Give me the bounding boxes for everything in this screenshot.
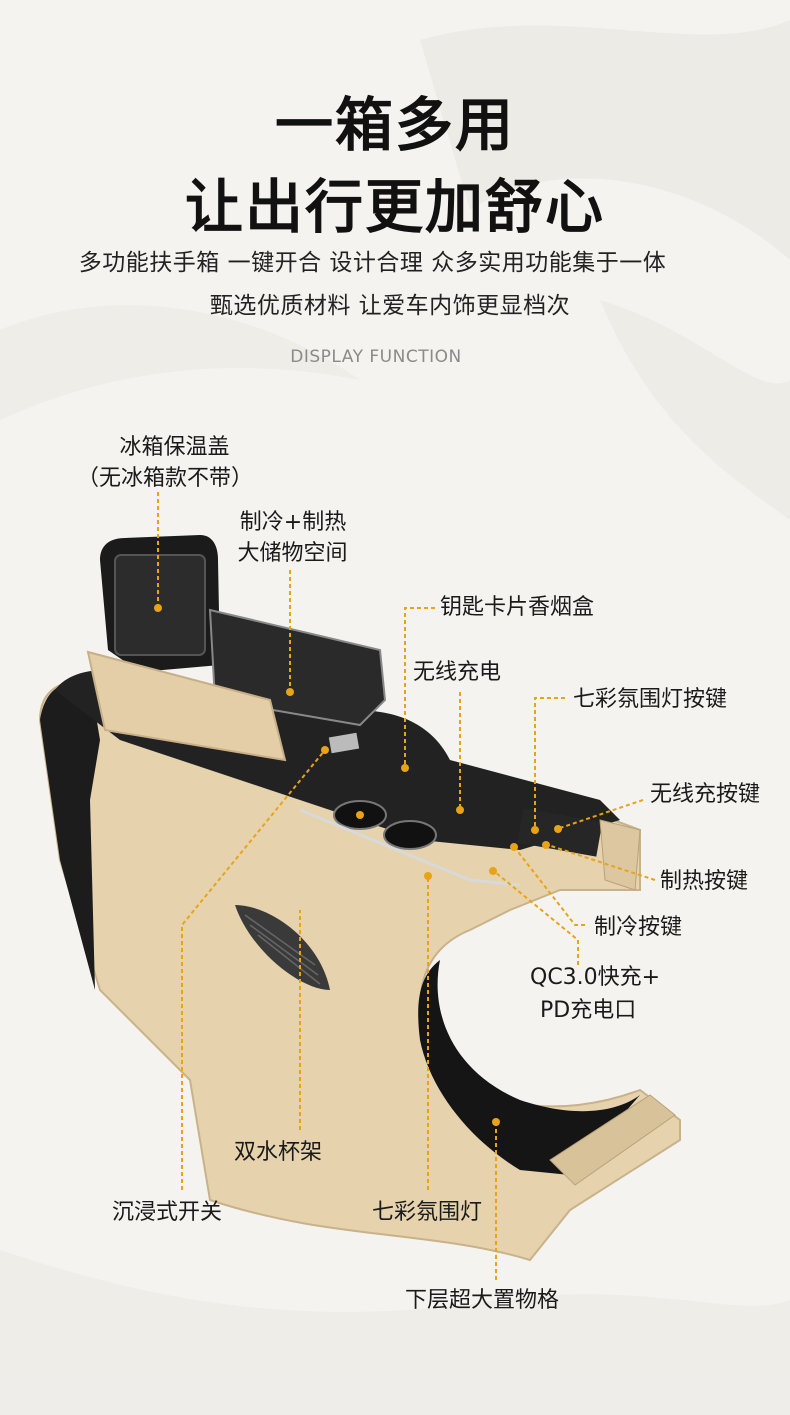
label-usb-1: QC3.0快充+ [530,965,661,990]
label-switch: 沉浸式开关 [112,1200,223,1225]
label-key-box: 钥匙卡片香烟盒 [440,595,595,620]
label-storage-1: 制冷+制热 [239,510,347,535]
side-vent [235,905,330,990]
label-lower-storage: 下层超大置物格 [405,1288,560,1313]
headline-line-2: 让出行更加舒心 [184,173,605,241]
lower-cavity [418,960,640,1175]
subtitle-line-2: 甄选优质材料 让爱车内饰更显档次 [209,293,571,319]
section-tag: DISPLAY FUNCTION [290,347,462,367]
label-heat-button: 制热按键 [660,869,749,894]
armrest-flap [86,650,287,762]
label-ice-lid-2: （无冰箱款不带） [76,466,253,491]
label-storage-2: 大储物空间 [237,541,348,566]
label-cup-holder: 双水杯架 [234,1140,323,1165]
label-ambient-light: 七彩氛围灯 [372,1200,483,1225]
side-trim [40,680,100,990]
label-ice-lid-1: 冰箱保温盖 [119,435,230,460]
label-wireless-charge: 无线充电 [413,660,502,685]
label-wireless-button: 无线充按键 [650,782,761,807]
headline-line-1: 一箱多用 [274,91,515,159]
bottom-bar [0,1390,790,1415]
subtitle-line-1: 多功能扶手箱 一键开合 设计合理 众多实用功能集于一体 [78,250,667,276]
label-cool-button: 制冷按键 [594,915,683,940]
label-ambient-button: 七彩氛围灯按键 [573,687,728,712]
label-usb-2: PD充电口 [540,998,637,1023]
